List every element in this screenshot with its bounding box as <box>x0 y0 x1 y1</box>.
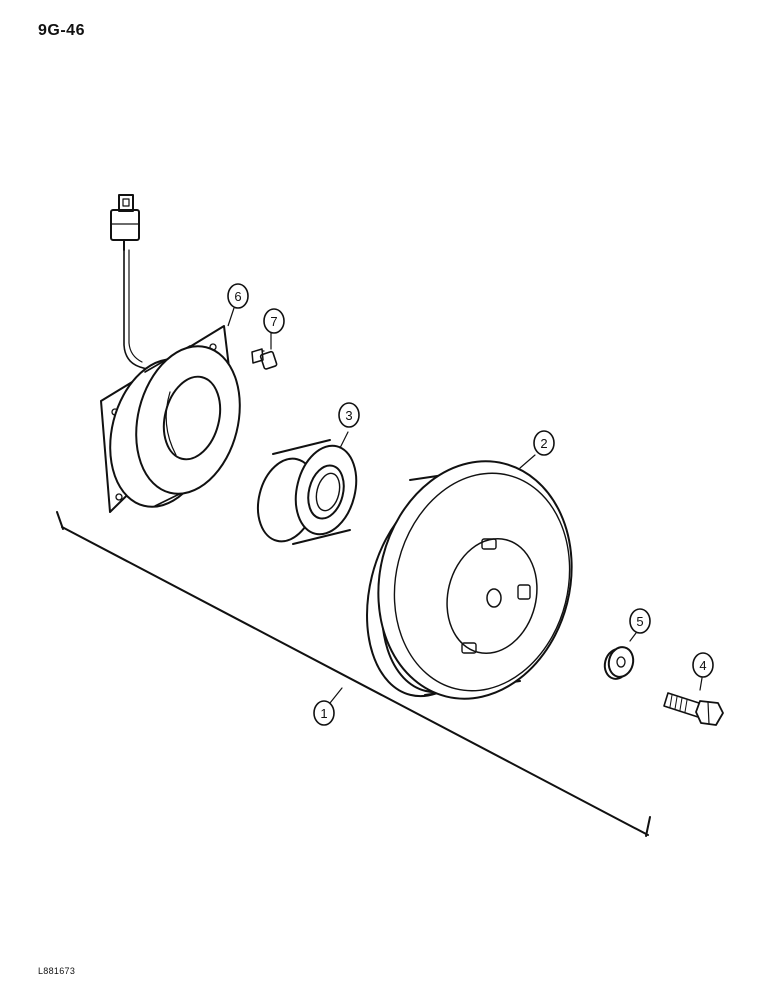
callout-6: 6 <box>227 283 249 327</box>
callout-3: 3 <box>338 402 360 428</box>
bearing-part <box>256 431 358 545</box>
callout-1-label: 1 <box>320 706 327 721</box>
pulley-part <box>366 454 573 700</box>
field-coil-part <box>100 194 241 513</box>
page-number: 9G-46 <box>38 22 85 39</box>
callout-3-label: 3 <box>345 408 352 423</box>
assembly-bracket-line <box>56 511 651 837</box>
callout-7: 7 <box>263 308 285 334</box>
screw-part <box>251 332 278 370</box>
callout-2-label: 2 <box>540 436 547 451</box>
washer-part <box>603 632 637 680</box>
bolt-part <box>663 677 724 726</box>
callout-4-label: 4 <box>699 658 706 673</box>
figure-reference-code: L881673 <box>38 966 76 976</box>
callout-4: 4 <box>692 652 714 678</box>
callout-1: 1 <box>313 700 335 726</box>
callout-7-label: 7 <box>270 314 277 329</box>
callout-2: 2 <box>533 430 555 456</box>
callout-6-label: 6 <box>234 289 241 304</box>
callout-5: 5 <box>629 608 651 634</box>
callout-5-label: 5 <box>636 614 643 629</box>
